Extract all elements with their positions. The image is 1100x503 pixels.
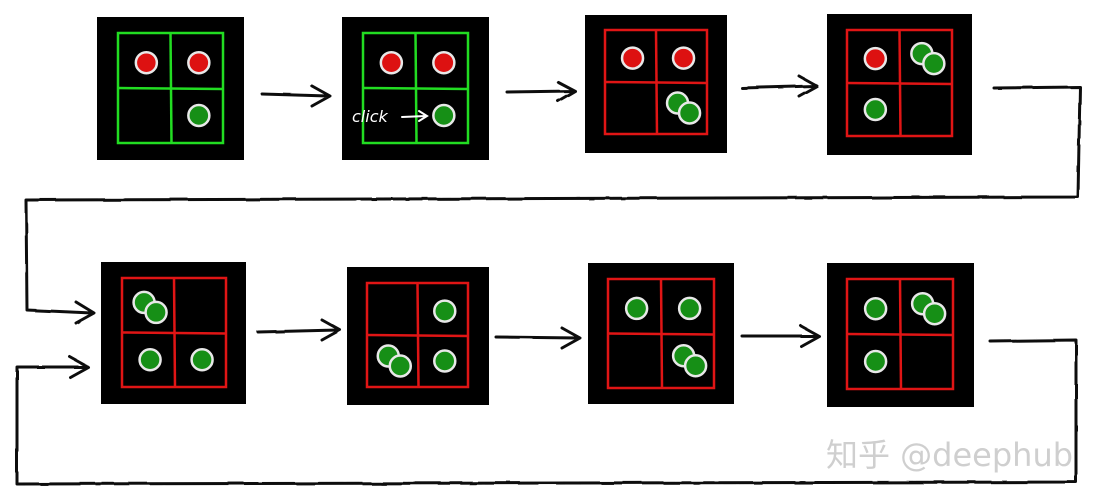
state-panel-3 — [585, 15, 727, 153]
grid-valid — [361, 31, 470, 145]
state-panel-4 — [827, 14, 972, 155]
token-green-tr — [922, 301, 947, 326]
token-red-tr — [432, 50, 456, 75]
token-green-bl — [388, 354, 413, 378]
token-green-br — [433, 349, 457, 373]
arrow-5-to-6 — [256, 318, 342, 342]
grid-invalid — [606, 277, 716, 390]
token-green-tr — [433, 299, 457, 323]
state-panel-1 — [97, 17, 244, 160]
token-green-br — [683, 354, 708, 378]
token-green-br — [190, 348, 214, 372]
wrap-connector-top — [24, 85, 1082, 325]
arrow-3-to-4 — [740, 74, 819, 98]
token-red-tl — [379, 50, 404, 75]
token-green-bl — [863, 349, 888, 374]
wrap-connector-bottom — [15, 338, 1078, 486]
grid-invalid — [845, 28, 954, 138]
token-green-br — [677, 101, 702, 125]
grid-invalid — [603, 28, 709, 136]
state-panel-5 — [101, 262, 246, 404]
token-green-tr — [922, 51, 946, 76]
token-green-tl — [863, 296, 888, 321]
arrow-7-to-8 — [740, 324, 821, 348]
state-panel-7 — [588, 263, 734, 404]
arrow-2-to-3 — [505, 80, 577, 103]
click-arrow — [401, 110, 429, 122]
grid-invalid — [365, 281, 470, 389]
state-panels — [97, 14, 974, 407]
connectors — [15, 74, 1082, 486]
token-green-tl — [144, 300, 168, 325]
grid-invalid — [845, 277, 955, 391]
grid-invalid — [120, 276, 228, 389]
arrow-6-to-7 — [494, 326, 582, 350]
state-panel-6 — [347, 267, 489, 405]
token-red-tl — [134, 50, 159, 75]
state-panel-2 — [342, 17, 489, 160]
token-green-tr — [677, 296, 702, 321]
token-green-br — [432, 103, 456, 128]
token-green-bl — [863, 97, 888, 122]
grid-valid — [116, 31, 225, 145]
token-red-tr — [187, 50, 211, 75]
token-green-br — [187, 103, 211, 128]
arrow-1-to-2 — [260, 84, 332, 108]
state-panel-8 — [827, 263, 974, 407]
token-red-tl — [863, 46, 888, 71]
token-red-tr — [671, 46, 696, 70]
watermark: 知乎 @deephub — [826, 436, 1073, 474]
token-green-tl — [624, 296, 649, 321]
token-green-bl — [138, 348, 162, 372]
click-annotation: click — [352, 107, 388, 126]
token-red-tl — [620, 46, 645, 70]
